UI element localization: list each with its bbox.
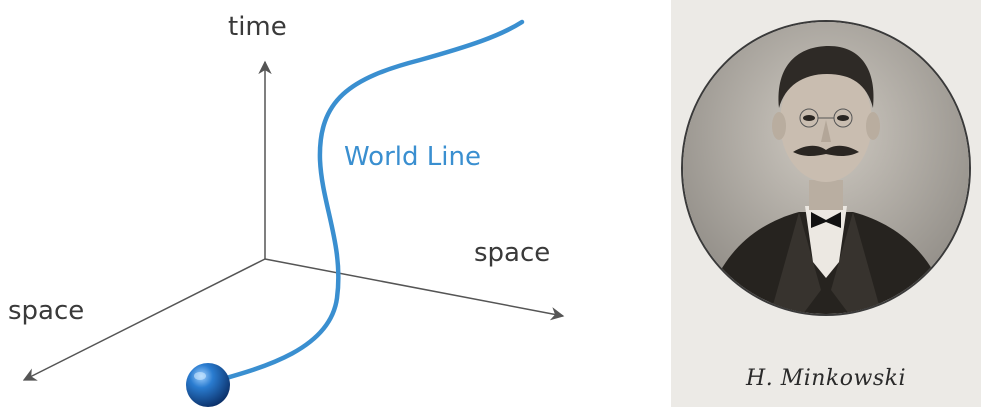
space-axis-left xyxy=(22,258,266,381)
world-line-curve xyxy=(209,19,525,385)
diagram-canvas xyxy=(22,19,565,407)
space-axis-right xyxy=(264,258,565,321)
time-axis-label: time xyxy=(228,12,287,42)
space-axis-left-label: space xyxy=(8,296,85,326)
space-axis-right-label: space xyxy=(474,238,551,268)
portrait-image xyxy=(681,20,971,316)
signature: H. Minkowski xyxy=(746,366,906,391)
portrait-panel: H. Minkowski xyxy=(671,0,981,407)
world-line-label: World Line xyxy=(344,142,481,172)
particle-highlight xyxy=(194,372,206,380)
particle-sphere xyxy=(186,363,230,407)
